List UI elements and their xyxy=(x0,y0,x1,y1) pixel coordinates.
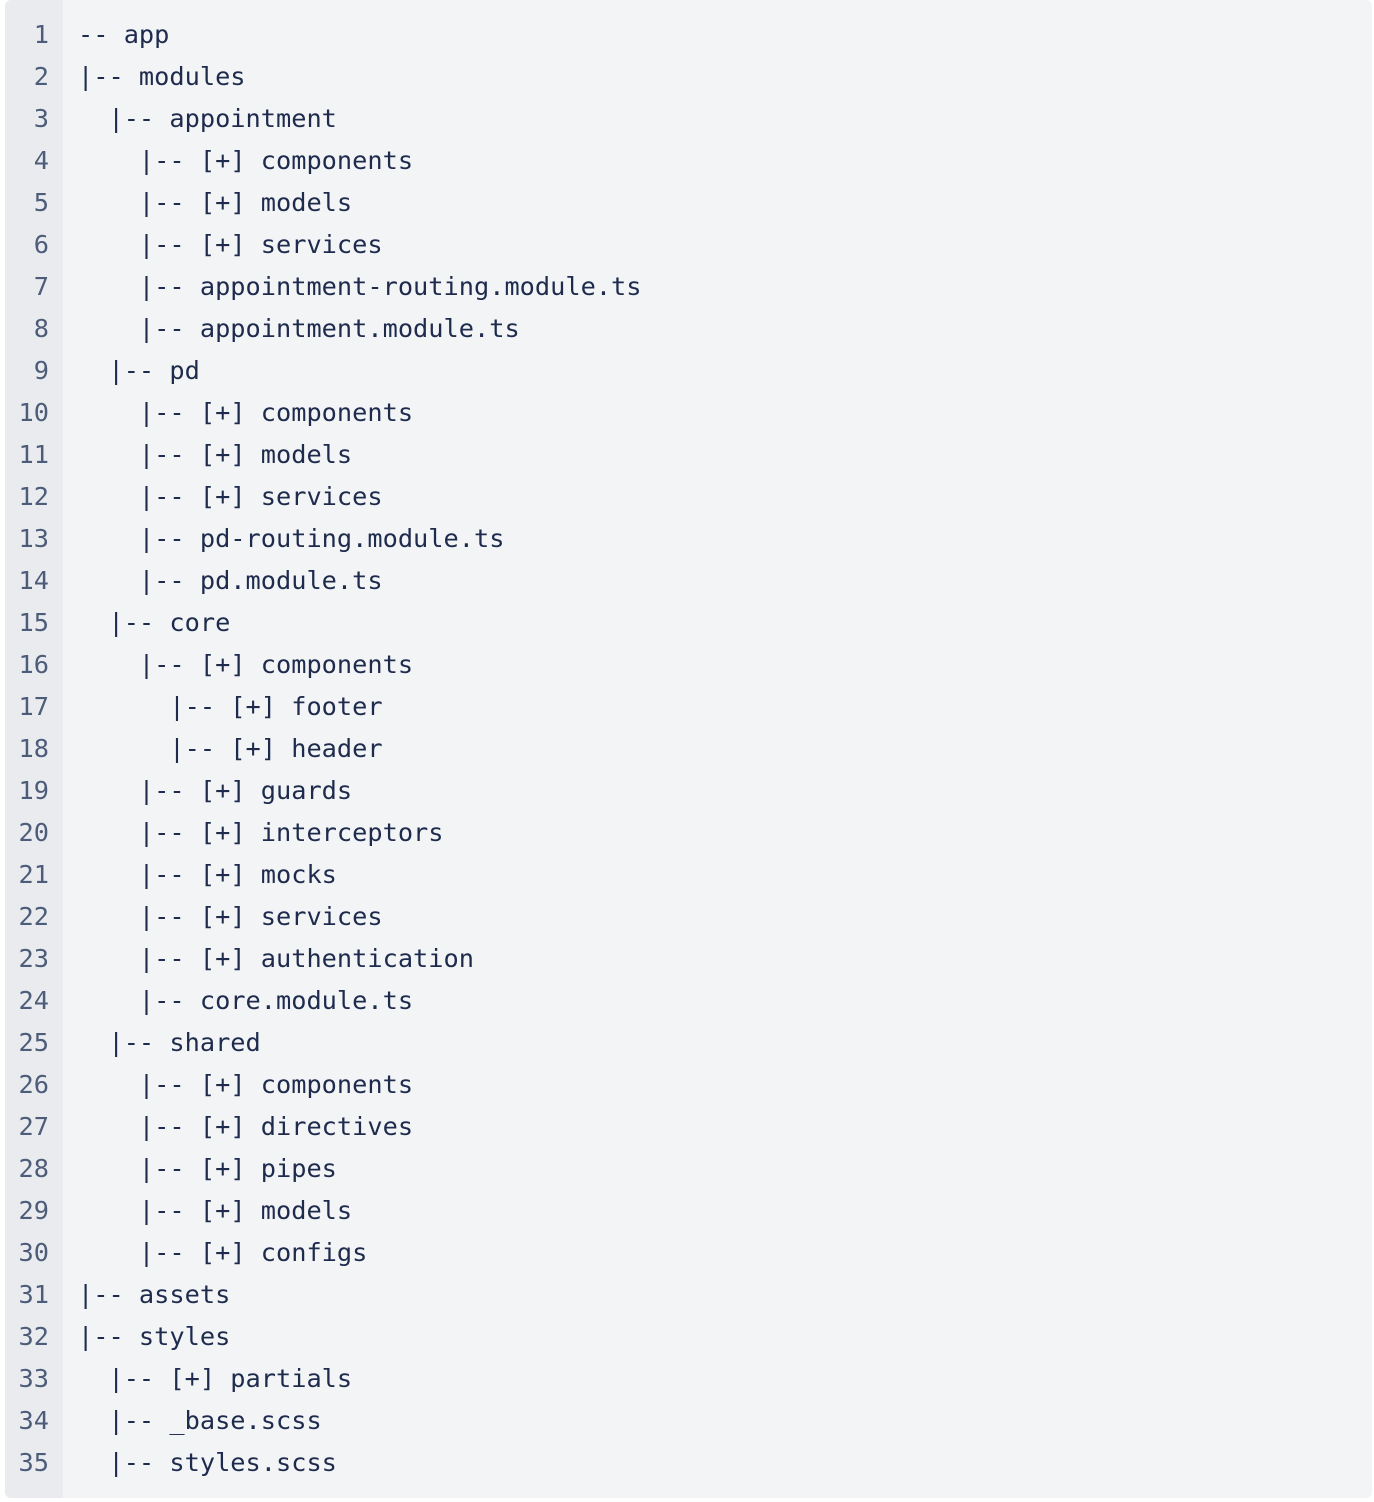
line-number: 20 xyxy=(18,818,49,847)
code-line: |-- [+] pipes xyxy=(78,1154,337,1183)
code-line: |-- [+] components xyxy=(78,146,414,175)
line-number: 28 xyxy=(18,1154,49,1183)
code-line: |-- pd xyxy=(78,356,200,385)
code-line: |-- [+] configs xyxy=(78,1238,368,1267)
line-number: 33 xyxy=(18,1364,49,1393)
code-line: |-- [+] mocks xyxy=(78,860,337,889)
code-line: |-- [+] components xyxy=(78,1070,414,1099)
line-number: 6 xyxy=(33,230,49,259)
code-line: |-- [+] services xyxy=(78,482,383,511)
line-number: 5 xyxy=(33,188,49,217)
line-number: 35 xyxy=(18,1448,49,1477)
line-number: 19 xyxy=(18,776,49,805)
code-line: |-- [+] components xyxy=(78,650,414,679)
code-content[interactable]: -- app |-- modules |-- appointment |-- [+… xyxy=(63,0,1372,1498)
code-line: |-- [+] models xyxy=(78,440,353,469)
code-line: |-- appointment.module.ts xyxy=(78,314,520,343)
line-number: 11 xyxy=(18,440,49,469)
code-line: |-- [+] footer xyxy=(78,692,383,721)
code-line: |-- pd-routing.module.ts xyxy=(78,524,505,553)
line-number: 31 xyxy=(18,1280,49,1309)
code-line: |-- shared xyxy=(78,1028,261,1057)
code-line: |-- assets xyxy=(78,1280,231,1309)
line-number: 3 xyxy=(33,104,49,133)
line-number: 30 xyxy=(18,1238,49,1267)
line-number: 9 xyxy=(33,356,49,385)
code-line: |-- [+] models xyxy=(78,188,353,217)
line-number: 26 xyxy=(18,1070,49,1099)
code-line: |-- _base.scss xyxy=(78,1406,322,1435)
line-number: 18 xyxy=(18,734,49,763)
line-number: 8 xyxy=(33,314,49,343)
line-number: 14 xyxy=(18,566,49,595)
code-line: |-- appointment xyxy=(78,104,337,133)
line-number: 2 xyxy=(33,62,49,91)
line-number: 10 xyxy=(18,398,49,427)
line-number: 12 xyxy=(18,482,49,511)
code-line: |-- [+] directives xyxy=(78,1112,414,1141)
code-line: |-- styles.scss xyxy=(78,1448,337,1477)
code-line: |-- [+] header xyxy=(78,734,383,763)
line-number: 21 xyxy=(18,860,49,889)
line-number: 22 xyxy=(18,902,49,931)
line-number: 1 xyxy=(33,20,49,49)
line-number: 17 xyxy=(18,692,49,721)
line-number: 23 xyxy=(18,944,49,973)
code-line: |-- [+] services xyxy=(78,230,383,259)
code-line: |-- styles xyxy=(78,1322,231,1351)
line-number: 34 xyxy=(18,1406,49,1435)
line-number: 29 xyxy=(18,1196,49,1225)
code-line: |-- core xyxy=(78,608,231,637)
code-line: |-- pd.module.ts xyxy=(78,566,383,595)
code-line: |-- [+] models xyxy=(78,1196,353,1225)
code-line: |-- modules xyxy=(78,62,246,91)
line-number: 4 xyxy=(33,146,49,175)
line-number: 25 xyxy=(18,1028,49,1057)
code-line: -- app xyxy=(78,20,170,49)
code-line: |-- [+] components xyxy=(78,398,414,427)
code-line: |-- appointment-routing.module.ts xyxy=(78,272,642,301)
code-line: |-- [+] interceptors xyxy=(78,818,444,847)
code-line: |-- core.module.ts xyxy=(78,986,414,1015)
line-number: 15 xyxy=(18,608,49,637)
line-number: 7 xyxy=(33,272,49,301)
line-number: 24 xyxy=(18,986,49,1015)
line-number: 13 xyxy=(18,524,49,553)
code-line: |-- [+] partials xyxy=(78,1364,353,1393)
line-number: 27 xyxy=(18,1112,49,1141)
line-number: 16 xyxy=(18,650,49,679)
code-line: |-- [+] services xyxy=(78,902,383,931)
code-line: |-- [+] guards xyxy=(78,776,353,805)
line-number: 32 xyxy=(18,1322,49,1351)
code-line: |-- [+] authentication xyxy=(78,944,474,973)
